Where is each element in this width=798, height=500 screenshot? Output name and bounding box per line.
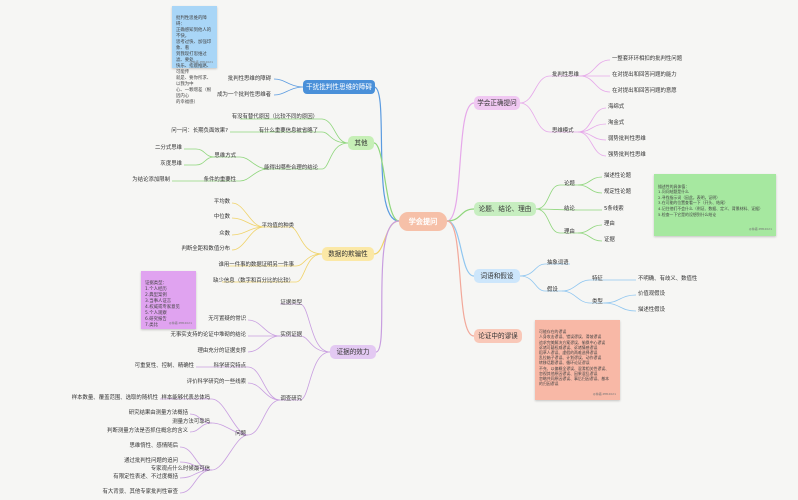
topic-critical-followup[interactable]: 通过批判性问题的追问 <box>124 458 178 464</box>
topic-context-review[interactable]: 有大背景、其他专家批判性审查 <box>102 489 178 495</box>
topic-mode[interactable]: 众数 <box>219 231 230 237</box>
topic-unsupported[interactable]: 无事实支持的论证中堆砌的结论 <box>170 332 246 338</box>
topic-gray[interactable]: 灰度思维 <box>160 161 182 167</box>
branch-obstacles[interactable]: 干扰批判性思维的障碍 <box>303 80 375 94</box>
topic-measure-concept[interactable]: 判断测量方法是否抓住概念的含义 <box>107 428 188 434</box>
topic-assumptions[interactable]: 假设 <box>547 287 558 293</box>
topic-wrong-data[interactable]: 谁用一件事的数据证明另一件事 <box>218 262 294 268</box>
topic-descriptive-issue[interactable]: 描述性论题 <box>604 173 631 179</box>
topic-panning[interactable]: 淘金式 <box>608 120 625 126</box>
note-text: 可能存在的谬误 人身攻击谬误、错误谬误、滑坡谬误 追求完美解决方案谬误、偷换中心… <box>539 329 610 387</box>
branch-data-deception[interactable]: 数据的欺骗性 <box>322 247 374 261</box>
topic-five-clues[interactable]: 5条线索 <box>604 206 624 212</box>
topic-types[interactable]: 类型 <box>592 299 603 305</box>
topic-conditions[interactable]: 条件的重要性 <box>203 177 236 183</box>
note-text: 描述性的具体值： 1.问问结题是什么 2.寻找指示词（因此，表明，证明） 3.在… <box>658 183 763 217</box>
note-signature: @林森·PPR2021 <box>189 60 213 64</box>
topic-science-traits[interactable]: 科学研究特点 <box>213 363 246 369</box>
note-signature: @林森·PPR2021 <box>748 227 772 232</box>
topic-common-sense[interactable]: 无可置疑的常识 <box>208 316 246 322</box>
branch-evidence[interactable]: 证据的效力 <box>330 345 376 359</box>
topic-research-clues[interactable]: 评价科学研究的一些线索 <box>186 379 246 385</box>
topic-evidence[interactable]: 证据 <box>604 237 615 243</box>
branch-other[interactable]: 其他 <box>348 136 374 150</box>
topic-qualify-conclusion[interactable]: 为结论添加限制 <box>132 177 170 183</box>
branch-words-assumptions[interactable]: 词语和假设 <box>474 269 520 283</box>
topic-sample-size[interactable]: 样本数量、覆盖范围、选取的随机性 <box>71 395 158 401</box>
topic-qualified[interactable]: 有限定性表述、不过度概括 <box>113 474 178 480</box>
topic-expert-credible[interactable]: 专家观点什么时候最可信 <box>150 466 210 472</box>
topic-sponge[interactable]: 海绵式 <box>608 104 625 110</box>
topic-reason-item[interactable]: 理由 <box>604 221 615 227</box>
topic-weak-sense[interactable]: 弱势批判性思维 <box>608 136 646 142</box>
topic-ability[interactable]: 在对提出和回答问题的能力 <box>612 72 677 78</box>
topic-thinking-mode[interactable]: 思维模式 <box>552 128 574 134</box>
note-signature: @林森·PPR2021 <box>168 321 192 325</box>
topic-inertia[interactable]: 思维惰性、感情随后 <box>129 443 178 449</box>
central-topic[interactable]: 学会提问 <box>399 212 447 231</box>
topic-thinking-style[interactable]: 思维方式 <box>214 153 236 159</box>
topic-reasons[interactable]: 理由 <box>564 229 575 235</box>
topic-become-thinker[interactable]: 成为一个批判性思维者 <box>217 92 271 98</box>
sticky-note-evidence-types[interactable]: 证据类型： 1.个人经历 2.典型案例 3.当事人证言 4.权威或专家意见 5.… <box>141 271 196 329</box>
branch-right-questions[interactable]: 学会正确提问 <box>474 96 520 110</box>
topic-range[interactable]: 判断全距和数值分布 <box>181 246 230 252</box>
branch-fallacies[interactable]: 论证中的谬误 <box>474 329 522 343</box>
topic-abstract-words[interactable]: 抽象词语 <box>547 260 569 266</box>
topic-measure-reliable[interactable]: 测量方法可靠吗 <box>172 419 210 425</box>
sticky-note-obstacles[interactable]: 批判性思维的障碍： 正确感知到他人的不快， 思考过快、加强印象、看 到我现打思维… <box>172 6 217 105</box>
topic-conclusion[interactable]: 结论 <box>564 206 575 212</box>
topic-median[interactable]: 中位数 <box>213 214 230 220</box>
topic-missing-info[interactable]: 缺少信息（数字和百分比的比较） <box>213 278 294 284</box>
topic-instance-evidence[interactable]: 实例证据 <box>280 332 302 338</box>
topic-repeatability[interactable]: 可重复性、控制、精确性 <box>134 363 194 369</box>
topic-measure-summary[interactable]: 研究结果由测量方法概括 <box>128 410 188 416</box>
topic-omitted-info[interactable]: 有什么重要信息被省略了 <box>258 128 318 134</box>
topic-research[interactable]: 调查研究 <box>280 396 302 402</box>
topic-long-term[interactable]: 问一问：长期负面效果? <box>171 128 228 134</box>
sticky-note-fallacies[interactable]: 可能存在的谬误 人身攻击谬误、错误谬误、滑坡谬误 追求完美解决方案谬误、偷换中心… <box>535 320 620 400</box>
note-text: 批判性思维的障碍： 正确感知到他人的不快， 思考过快、加强印象、看 到我现打思维… <box>176 16 212 105</box>
topic-descriptive-assumption[interactable]: 描述性假设 <box>638 307 665 313</box>
topic-average-types[interactable]: 平均值的种类 <box>261 223 294 229</box>
sticky-note-find-conclusion[interactable]: 描述性的具体值： 1.问问结题是什么 2.寻找指示词（因此，表明，证明） 3.在… <box>654 174 776 236</box>
topic-sample-represent[interactable]: 样本能够代表总体吗 <box>161 395 210 401</box>
topic-alt-causes[interactable]: 有没有替代原因（比较不同的原因） <box>231 114 318 120</box>
topic-binary[interactable]: 二分式思维 <box>155 145 182 151</box>
topic-issue[interactable]: 论题 <box>564 181 575 187</box>
topic-traits[interactable]: 特征 <box>592 276 603 282</box>
topic-obstacles[interactable]: 批判性思维的障碍 <box>227 76 271 82</box>
topic-strong-sense[interactable]: 强势批判性思维 <box>608 152 646 158</box>
topic-question-set[interactable]: 一整套环环相扣的批判性问题 <box>612 56 683 62</box>
topic-good-support[interactable]: 理由充分的证据支撑 <box>197 348 246 354</box>
topic-questions[interactable]: 问题 <box>235 431 246 437</box>
topic-willingness[interactable]: 在对提出和回答问题的意愿 <box>612 88 677 94</box>
topic-critical-thinking[interactable]: 批判性思维 <box>552 72 579 78</box>
branch-issue-conclusion[interactable]: 论题、结论、理由 <box>474 202 536 216</box>
topic-reasonable-conclusion[interactable]: 能得出哪些合理的结论 <box>264 165 318 171</box>
topic-value-assumption[interactable]: 价值观假设 <box>638 291 665 297</box>
connector-b1 <box>373 86 400 222</box>
note-signature: @林森·PPR2021 <box>592 391 616 396</box>
topic-ambiguity[interactable]: 不明确、有歧义、数值性 <box>638 276 698 282</box>
topic-evidence-types[interactable]: 证据类型 <box>280 300 302 306</box>
topic-prescriptive-issue[interactable]: 规定性论题 <box>604 189 631 195</box>
note-text: 证据类型： 1.个人经历 2.典型案例 3.当事人证言 4.权威或专家意见 5.… <box>145 281 180 328</box>
topic-mean[interactable]: 平均数 <box>213 199 230 205</box>
